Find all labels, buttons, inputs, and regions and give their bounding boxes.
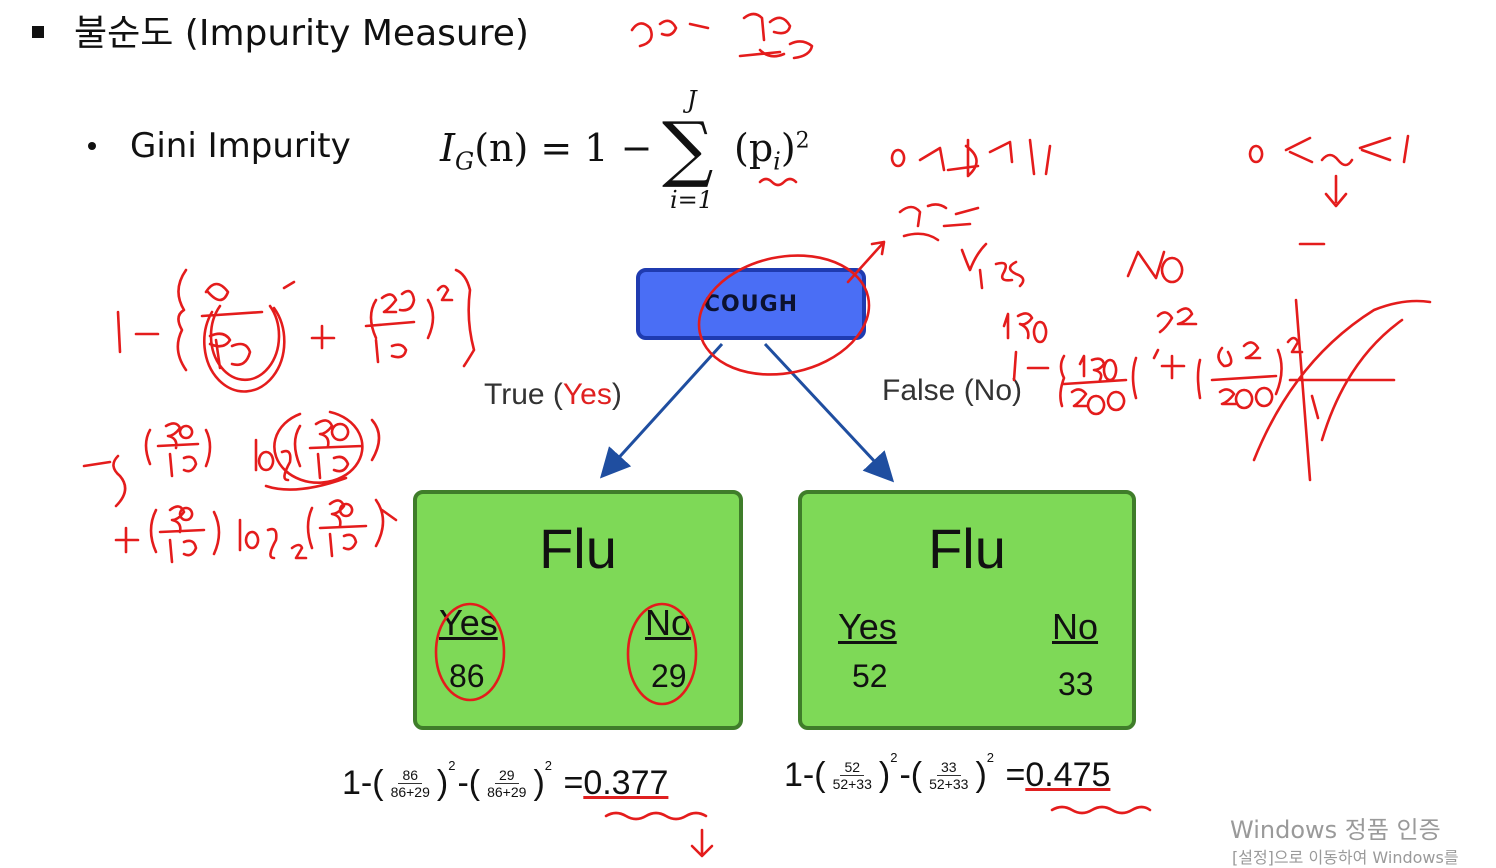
calc-right-result: 0.475 [1025,756,1111,794]
ink-entropy-line2 [114,498,398,564]
leaf-right-no-value: 33 [1058,666,1094,702]
ink-log-curve [1252,298,1432,482]
heading-text: 불순도 (Impurity Measure) [74,13,529,54]
ink-yes-note [960,242,1025,290]
edge-true-label: True (Yes) [484,378,622,411]
leaf-left-yes-value: 86 [449,658,485,694]
ink-yes-circle [434,602,506,702]
ink-left-gini [116,268,476,393]
ink-down-arrow [690,828,714,858]
edge-false-arrow [763,342,895,483]
root-label: COUGH [703,291,799,317]
sum-upper-limit: J [687,86,697,114]
formula-summand: (pi)2 [734,126,810,176]
leaf-right: Flu Yes No 52 33 [798,490,1136,730]
gini-label: Gini Impurity [130,126,351,166]
ink-pi-squiggle [758,177,798,187]
slide-heading: 불순도 (Impurity Measure) [32,4,529,56]
leaf-left-yes-label: Yes [439,602,498,643]
ink-right-formula [1002,307,1304,416]
sum-lower-limit: i=1 [670,186,714,214]
watermark-line2: [설정]으로 이동하여 Windows를 [1232,848,1459,867]
square-bullet-icon [32,26,44,38]
leaf-right-yes-value: 52 [852,658,888,694]
ink-no-circle [626,602,698,706]
ink-range-note-2 [1248,134,1410,246]
sigma-icon: ∑ [662,106,714,190]
ink-arrow-note [846,240,886,284]
ink-no-note [1126,250,1184,284]
ink-right-result-squiggle [1050,805,1152,815]
leaf-right-yes-label: Yes [838,606,897,647]
leaf-left-no-value: 29 [651,658,687,694]
ink-cough-circle [697,254,871,376]
ink-entropy-line1 [82,410,381,508]
edge-true-arrow [599,342,724,479]
leaf-right-title: Flu [928,517,1006,580]
ink-korean-note [630,12,814,60]
ink-left-result-squiggle [604,811,708,821]
gini-formula: IG(n) = 1 − J ∑ i=1 (pi)2 [440,86,840,216]
calc-left-result: 0.377 [583,764,669,802]
root-node: COUGH [636,268,866,340]
gini-bullet: Gini Impurity [88,126,351,166]
dot-bullet-icon [88,142,96,150]
ink-range-note [890,138,1052,178]
ink-impurity-note [898,203,980,242]
edge-false-label: False (No) [882,374,1023,407]
leaf-left-title: Flu [539,517,617,580]
watermark-line1: Windows 정품 인증 [1230,816,1441,844]
leaf-right-no-label: No [1052,606,1099,647]
leaf-left: Flu Yes No 86 29 [413,490,743,730]
leaf-left-no-label: No [645,602,692,643]
formula-lhs: IG(n) = 1 − [440,126,653,176]
